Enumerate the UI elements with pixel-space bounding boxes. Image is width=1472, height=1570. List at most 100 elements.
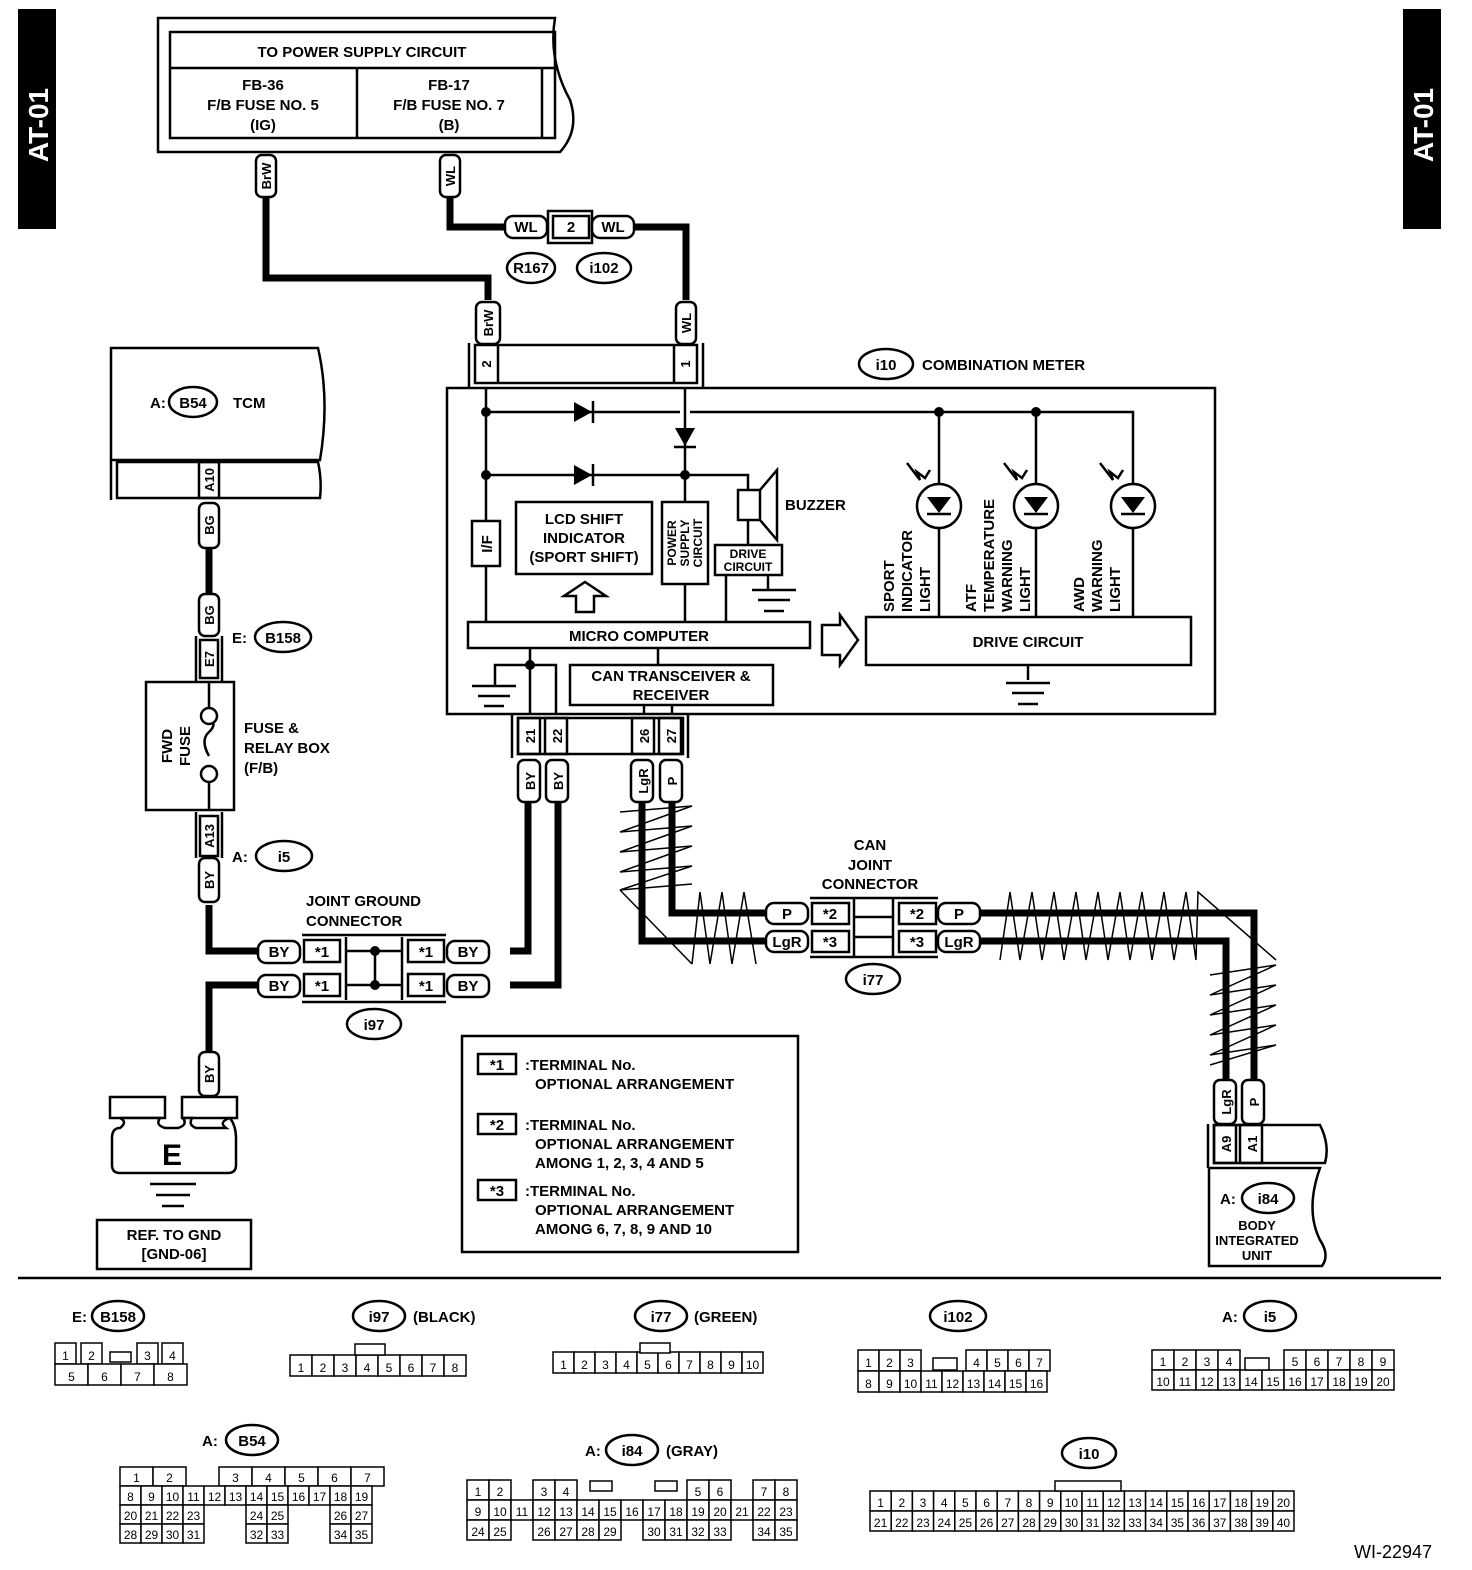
svg-text:1: 1 (560, 1358, 567, 1372)
lcd-line-1: LCD SHIFT (545, 511, 623, 528)
i97-pin-8 (443, 1354, 467, 1377)
svg-text:LIGHT: LIGHT (917, 567, 934, 612)
svg-text:21: 21 (735, 1505, 749, 1519)
svg-text:RECEIVER: RECEIVER (633, 687, 710, 704)
svg-text:*3: *3 (910, 934, 924, 951)
connector-key (589, 1480, 613, 1492)
svg-text:LIGHT: LIGHT (1017, 567, 1034, 612)
ground-symbol-icon (150, 1182, 196, 1208)
fuse-relay-box: E7 E: B158 FWD FUSE FUSE & RELAY BOX (F/… (144, 620, 330, 904)
svg-text:27: 27 (559, 1525, 573, 1539)
svg-text:15: 15 (603, 1505, 617, 1519)
svg-text:32: 32 (250, 1528, 264, 1542)
svg-text:21: 21 (874, 1516, 888, 1530)
svg-text:14: 14 (581, 1505, 595, 1519)
svg-text:2: 2 (898, 1496, 905, 1510)
svg-text:7: 7 (1336, 1355, 1343, 1369)
svg-text:*1: *1 (315, 978, 329, 995)
fuse-1-name: F/B FUSE NO. 5 (207, 97, 319, 114)
svg-text:E:: E: (232, 630, 247, 647)
svg-text:31: 31 (187, 1528, 201, 1542)
svg-text:WL: WL (514, 219, 537, 236)
svg-text:7: 7 (1004, 1496, 1011, 1510)
svg-text:11: 11 (1086, 1496, 1099, 1510)
connector-b54: B54 (179, 395, 207, 412)
svg-text:12: 12 (1107, 1496, 1121, 1510)
fuse-2-name: F/B FUSE NO. 7 (393, 97, 505, 114)
connector-key (109, 1351, 132, 1363)
connector-b158: B158 (265, 630, 301, 647)
svg-text:8: 8 (127, 1490, 134, 1504)
svg-text:20: 20 (1277, 1496, 1291, 1510)
svg-text:A1: A1 (1245, 1136, 1260, 1153)
svg-text:5: 5 (695, 1485, 702, 1499)
connector-r167: R167 (513, 260, 549, 277)
connector-key (639, 1342, 671, 1354)
svg-text:28: 28 (1022, 1516, 1036, 1530)
svg-text:35: 35 (1171, 1516, 1185, 1530)
svg-text:25: 25 (493, 1525, 507, 1539)
svg-text:(GRAY): (GRAY) (666, 1443, 718, 1460)
svg-text:1: 1 (133, 1471, 140, 1485)
ground-label: E (162, 1139, 182, 1172)
svg-text:SUPPLY: SUPPLY (678, 520, 692, 567)
svg-text:31: 31 (669, 1525, 683, 1539)
connector-key (1244, 1357, 1270, 1371)
svg-text:FWD: FWD (159, 729, 176, 763)
svg-text:16: 16 (625, 1505, 639, 1519)
svg-text:WARNING: WARNING (999, 540, 1016, 613)
svg-text:WL: WL (443, 166, 458, 186)
svg-text:10: 10 (493, 1505, 507, 1519)
right-arrow-icon (820, 611, 860, 669)
svg-text:TEMPERATURE: TEMPERATURE (981, 499, 998, 612)
svg-text:i10: i10 (1079, 1446, 1100, 1463)
svg-text:12: 12 (946, 1377, 960, 1391)
svg-text:15: 15 (1171, 1496, 1185, 1510)
svg-text:11: 11 (516, 1505, 529, 1519)
svg-text:29: 29 (603, 1525, 617, 1539)
svg-text:38: 38 (1234, 1516, 1248, 1530)
svg-text:9: 9 (728, 1358, 735, 1372)
svg-text:28: 28 (581, 1525, 595, 1539)
svg-text:7: 7 (364, 1471, 371, 1485)
svg-text:1: 1 (1160, 1355, 1167, 1369)
figure-id: WI-22947 (1354, 1542, 1432, 1562)
svg-text:10: 10 (904, 1377, 918, 1391)
svg-text:6: 6 (665, 1358, 672, 1372)
i102-pin-16 (1025, 1370, 1048, 1393)
svg-text:8: 8 (707, 1358, 714, 1372)
svg-text:INTEGRATED: INTEGRATED (1215, 1233, 1299, 1248)
svg-text:1: 1 (865, 1356, 872, 1370)
svg-text:B158: B158 (100, 1309, 136, 1326)
svg-text:22: 22 (757, 1505, 771, 1519)
fuse-2-code: FB-17 (428, 77, 470, 94)
i84-pin-29 (598, 1519, 622, 1541)
svg-text:6: 6 (717, 1485, 724, 1499)
svg-text:1: 1 (475, 1485, 482, 1499)
svg-text:BY: BY (551, 772, 566, 790)
svg-text:36: 36 (1192, 1516, 1206, 1530)
svg-text:5: 5 (994, 1356, 1001, 1370)
svg-text:BrW: BrW (259, 162, 274, 189)
svg-text:6: 6 (408, 1361, 415, 1375)
ground-symbol-icon (1006, 681, 1050, 706)
svg-text:17: 17 (647, 1505, 661, 1519)
b54-pin-33 (266, 1523, 289, 1544)
b158-pin-8 (153, 1363, 188, 1386)
svg-text:P: P (782, 906, 792, 923)
svg-text:8: 8 (1358, 1355, 1365, 1369)
svg-text:7: 7 (761, 1485, 768, 1499)
combination-meter: i10 COMBINATION METER I/F LCD SHIFT INDI… (445, 347, 1217, 716)
svg-text:24: 24 (938, 1516, 952, 1530)
svg-text:18: 18 (334, 1490, 348, 1504)
svg-text:DRIVE: DRIVE (730, 547, 767, 561)
svg-text:3: 3 (907, 1356, 914, 1370)
svg-text:26: 26 (537, 1525, 551, 1539)
drive-circuit-label: DRIVE CIRCUIT (973, 634, 1084, 651)
svg-text:WL: WL (601, 219, 624, 236)
svg-text:A:: A: (1222, 1309, 1238, 1326)
svg-text:19: 19 (1256, 1496, 1270, 1510)
svg-text:33: 33 (713, 1525, 727, 1539)
svg-text:16: 16 (292, 1490, 306, 1504)
svg-text:BY: BY (202, 871, 217, 889)
